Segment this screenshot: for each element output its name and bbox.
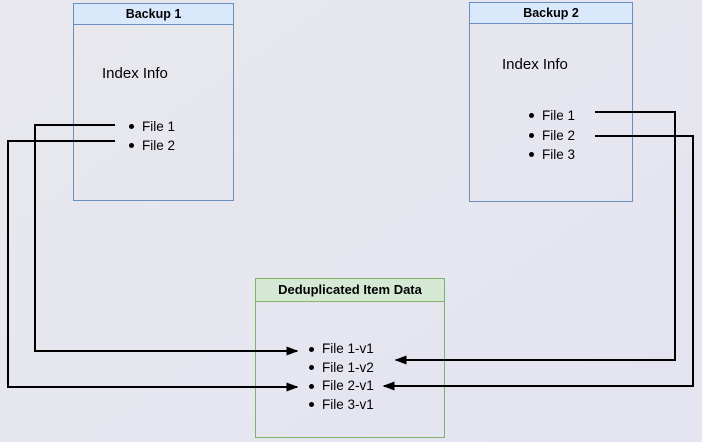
- backup1-box: Backup 1 Index Info File 1 File 2: [73, 3, 234, 201]
- list-item: File 3-v1: [307, 396, 374, 415]
- backup2-title: Backup 2: [470, 3, 632, 24]
- dedup-item-list: File 1-v1 File 1-v2 File 2-v1 File 3-v1: [307, 340, 374, 414]
- list-item: File 1: [527, 106, 575, 126]
- list-item: File 2: [527, 126, 575, 146]
- backup1-title: Backup 1: [74, 4, 233, 25]
- list-item: File 2: [127, 136, 175, 155]
- list-item: File 1: [127, 117, 175, 136]
- backup1-file-list: File 1 File 2: [127, 117, 175, 155]
- list-item: File 2-v1: [307, 377, 374, 396]
- backup1-index-info-label: Index Info: [102, 65, 168, 82]
- deduplicated-item-data-box: Deduplicated Item Data File 1-v1 File 1-…: [255, 278, 445, 438]
- backup2-index-info-label: Index Info: [502, 56, 568, 73]
- backup2-box: Backup 2 Index Info File 1 File 2 File 3: [469, 2, 633, 202]
- dedup-title: Deduplicated Item Data: [256, 279, 444, 302]
- list-item: File 3: [527, 145, 575, 165]
- backup2-file-list: File 1 File 2 File 3: [527, 106, 575, 165]
- list-item: File 1-v2: [307, 359, 374, 378]
- list-item: File 1-v1: [307, 340, 374, 359]
